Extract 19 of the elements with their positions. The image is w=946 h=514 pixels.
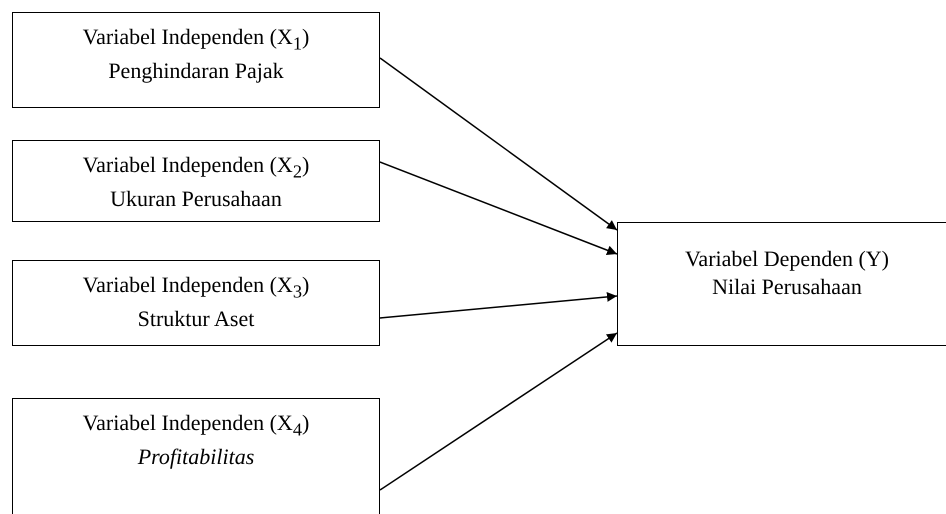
variable-box <box>12 12 380 108</box>
arrow <box>380 292 618 319</box>
arrow <box>380 332 618 491</box>
variable-box <box>617 222 946 346</box>
variable-heading: Variabel Dependen (Y) <box>684 245 889 273</box>
variable-box <box>12 140 380 222</box>
variable-heading: Variabel Independen (X$_{1}$) <box>82 23 310 56</box>
variable-box <box>12 260 380 346</box>
variable-box <box>12 398 380 514</box>
variable-name: Ukuran Perusahaan <box>110 185 282 214</box>
variable-heading: Variabel Independen (X$_{4}$) <box>82 409 310 442</box>
arrow <box>380 57 618 231</box>
variable-name: Profitabilitas <box>138 443 254 472</box>
variable-name: Nilai Perusahaan <box>712 273 862 301</box>
arrow <box>380 161 618 256</box>
variable-heading: Variabel Independen (X$_{2}$) <box>82 151 310 184</box>
variable-name: Penghindaran Pajak <box>108 57 284 86</box>
variable-heading: Variabel Independen (X$_{3}$) <box>82 271 310 304</box>
variable-name: Struktur Aset <box>138 305 254 334</box>
